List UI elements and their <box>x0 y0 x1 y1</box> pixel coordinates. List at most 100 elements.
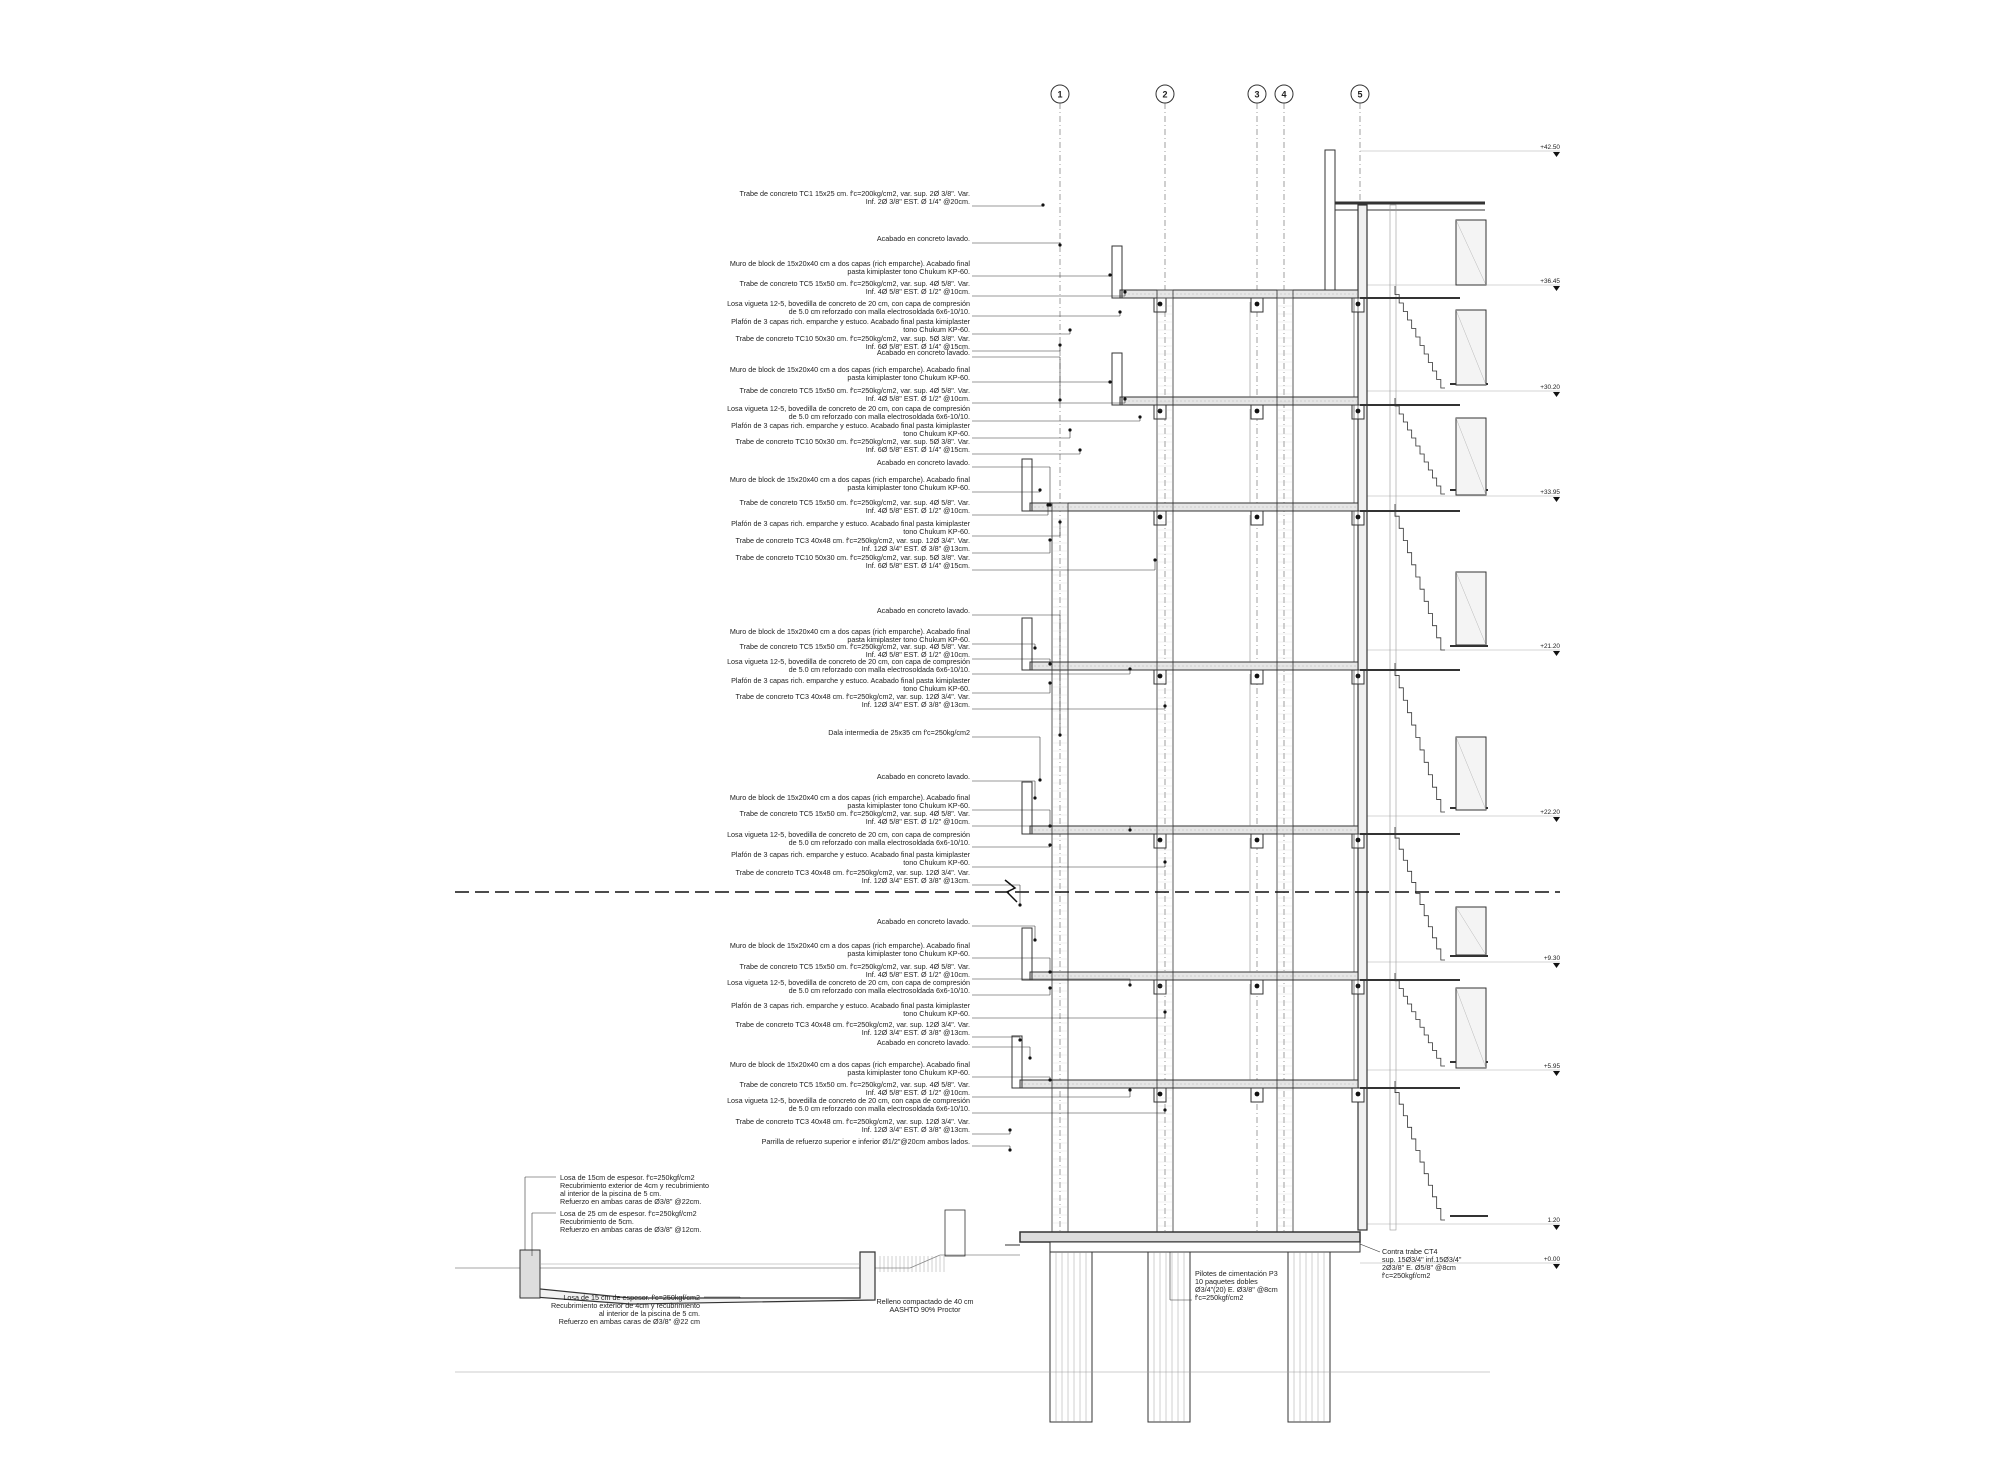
pool-note-text: Refuerzo en ambas caras de Ø3/8" @12cm. <box>560 1225 701 1234</box>
leader-dot <box>1048 1078 1052 1082</box>
beam-rebar <box>1355 1091 1361 1097</box>
pool-note-text: al interior de la piscina de 5 cm. <box>599 1309 700 1318</box>
window-diagonal <box>1455 417 1487 496</box>
foundation-pile <box>1049 1251 1093 1423</box>
level-label: +21.20 <box>1540 643 1560 650</box>
leader-dot <box>1123 397 1127 401</box>
left-note-text: tono Chukum KP-60. <box>903 325 970 334</box>
level-label: +42.50 <box>1540 144 1560 151</box>
left-note-text: Trabe de concreto TC3 40x48 cm. f'c=250k… <box>735 868 970 877</box>
piles-note-text: f'c=250kgf/cm2 <box>1195 1293 1243 1302</box>
left-note-text: Inf. 4Ø 5/8" EST. Ø 1/2" @10cm. <box>866 817 970 826</box>
left-note-text: Trabe de concreto TC5 15x50 cm. f'c=250k… <box>739 642 970 651</box>
level-label: +22.20 <box>1540 809 1560 816</box>
interior-wall <box>1353 669 1359 827</box>
counter-beam-note-text: sup. 15Ø3/4" inf.15Ø3/4" <box>1382 1255 1462 1264</box>
left-note-text: Muro de block de 15x20x40 cm a dos capas… <box>730 259 971 268</box>
leader-dot <box>1118 310 1122 314</box>
grade-step <box>909 1254 941 1269</box>
leader-dot <box>1038 488 1042 492</box>
left-note-text: tono Chukum KP-60. <box>903 1009 970 1018</box>
leader-dot <box>1048 662 1052 666</box>
left-note-text: Inf. 4Ø 5/8" EST. Ø 1/2" @10cm. <box>866 506 970 515</box>
level-label: +33.95 <box>1540 489 1560 496</box>
left-note-text: Losa vigueta 12-5, bovedilla de concreto… <box>727 1096 970 1105</box>
leader-dot <box>1048 843 1052 847</box>
left-note-text: Inf. 12Ø 3/4" EST. Ø 3/8" @13cm. <box>862 544 970 553</box>
left-note-text: pasta kimiplaster tono Chukum KP-60. <box>847 949 970 958</box>
beam-rebar <box>1157 673 1163 679</box>
left-note-text: Inf. 12Ø 3/4" EST. Ø 3/8" @13cm. <box>862 1028 970 1037</box>
window-diagonal <box>1455 571 1487 646</box>
leader-dot <box>1058 733 1062 737</box>
left-note-text: Trabe de concreto TC5 15x50 cm. f'c=250k… <box>739 498 970 507</box>
leader-dot <box>1028 1056 1032 1060</box>
leader-dot <box>1138 415 1142 419</box>
left-note-text: Inf. 4Ø 5/8" EST. Ø 1/2" @10cm. <box>866 970 970 979</box>
beam-rebar <box>1157 408 1163 414</box>
left-note-text: Inf. 2Ø 3/8" EST. Ø 1/4" @20cm. <box>866 197 970 206</box>
level-label: +30.20 <box>1540 384 1560 391</box>
level-label: +0.00 <box>1544 1256 1561 1263</box>
left-note-text: Inf. 6Ø 5/8" EST. Ø 1/4" @15cm. <box>866 445 970 454</box>
leader-dot <box>1078 448 1082 452</box>
left-note-text: Plafón de 3 capas rich. emparche y estuc… <box>731 1001 971 1010</box>
left-note-text: Plafón de 3 capas rich. emparche y estuc… <box>731 519 971 528</box>
leader-dot <box>1058 243 1062 247</box>
window-diagonal <box>1455 906 1487 956</box>
left-note-text: de 5.0 cm reforzado con malla electrosol… <box>789 1104 970 1113</box>
leader-dot <box>1108 273 1112 277</box>
structure-layer <box>455 84 1560 1423</box>
left-note-text: Inf. 4Ø 5/8" EST. Ø 1/2" @10cm. <box>866 287 970 296</box>
fill-note-text: Relleno compactado de 40 cm <box>876 1297 973 1306</box>
leader-dot <box>1068 428 1072 432</box>
left-note-text: Acabado en concreto lavado. <box>877 606 970 615</box>
left-note-text: Trabe de concreto TC5 15x50 cm. f'c=250k… <box>739 809 970 818</box>
axis-bubble <box>1247 84 1267 104</box>
left-note-text: Losa vigueta 12-5, bovedilla de concreto… <box>727 830 970 839</box>
left-note-text: Acabado en concreto lavado. <box>877 348 970 357</box>
left-note-text: tono Chukum KP-60. <box>903 858 970 867</box>
interior-wall <box>1353 510 1359 663</box>
left-note-text: Trabe de concreto TC5 15x50 cm. f'c=250k… <box>739 386 970 395</box>
level-label: +36.45 <box>1540 278 1560 285</box>
level-marker-icon <box>1553 651 1560 656</box>
left-note-text: Acabado en concreto lavado. <box>877 1038 970 1047</box>
parapet-wall <box>1021 781 1033 835</box>
level-marker-icon <box>1553 152 1560 157</box>
level-label: +9.30 <box>1544 955 1561 962</box>
left-note-text: Trabe de concreto TC3 40x48 cm. f'c=250k… <box>735 536 970 545</box>
left-note-text: Trabe de concreto TC10 50x30 cm. f'c=250… <box>735 334 970 343</box>
left-note-text: Dala intermedia de 25x35 cm f'c=250kg/cm… <box>828 728 970 737</box>
leader-dot <box>1038 778 1042 782</box>
leader-dot <box>1018 1038 1022 1042</box>
beam-rebar <box>1254 983 1260 989</box>
leader-dot <box>1163 704 1167 708</box>
beam-rebar <box>1254 408 1260 414</box>
beam-rebar <box>1254 1091 1260 1097</box>
axis-label: 1 <box>1057 90 1062 100</box>
leader-dot <box>1068 328 1072 332</box>
stair-flight <box>1394 827 1445 961</box>
leader-dot <box>1123 290 1127 294</box>
pool-note-text: al interior de la piscina de 5 cm. <box>560 1189 661 1198</box>
left-note-text: Trabe de concreto TC5 15x50 cm. f'c=250k… <box>739 279 970 288</box>
leader-dot <box>1033 796 1037 800</box>
leader-dot <box>1048 970 1052 974</box>
interior-wall <box>1353 404 1359 504</box>
window-diagonal <box>1455 736 1487 811</box>
left-note-text: tono Chukum KP-60. <box>903 527 970 536</box>
leader-dot <box>1048 538 1052 542</box>
left-note-text: de 5.0 cm reforzado con malla electrosol… <box>789 307 970 316</box>
leader-dot <box>1033 646 1037 650</box>
pool-note-text: Refuerzo en ambas caras de Ø3/8" @22 cm <box>559 1317 700 1326</box>
foundation-pile <box>1147 1251 1191 1423</box>
stair-flight <box>1394 973 1445 1067</box>
left-note-text: Parrilla de refuerzo superior e inferior… <box>762 1137 970 1146</box>
left-note-text: Inf. 4Ø 5/8" EST. Ø 1/2" @10cm. <box>866 394 970 403</box>
axis-bubble <box>1350 84 1370 104</box>
left-note-text: Inf. 4Ø 5/8" EST. Ø 1/2" @10cm. <box>866 650 970 659</box>
left-note-text: Muro de block de 15x20x40 cm a dos capas… <box>730 627 971 636</box>
